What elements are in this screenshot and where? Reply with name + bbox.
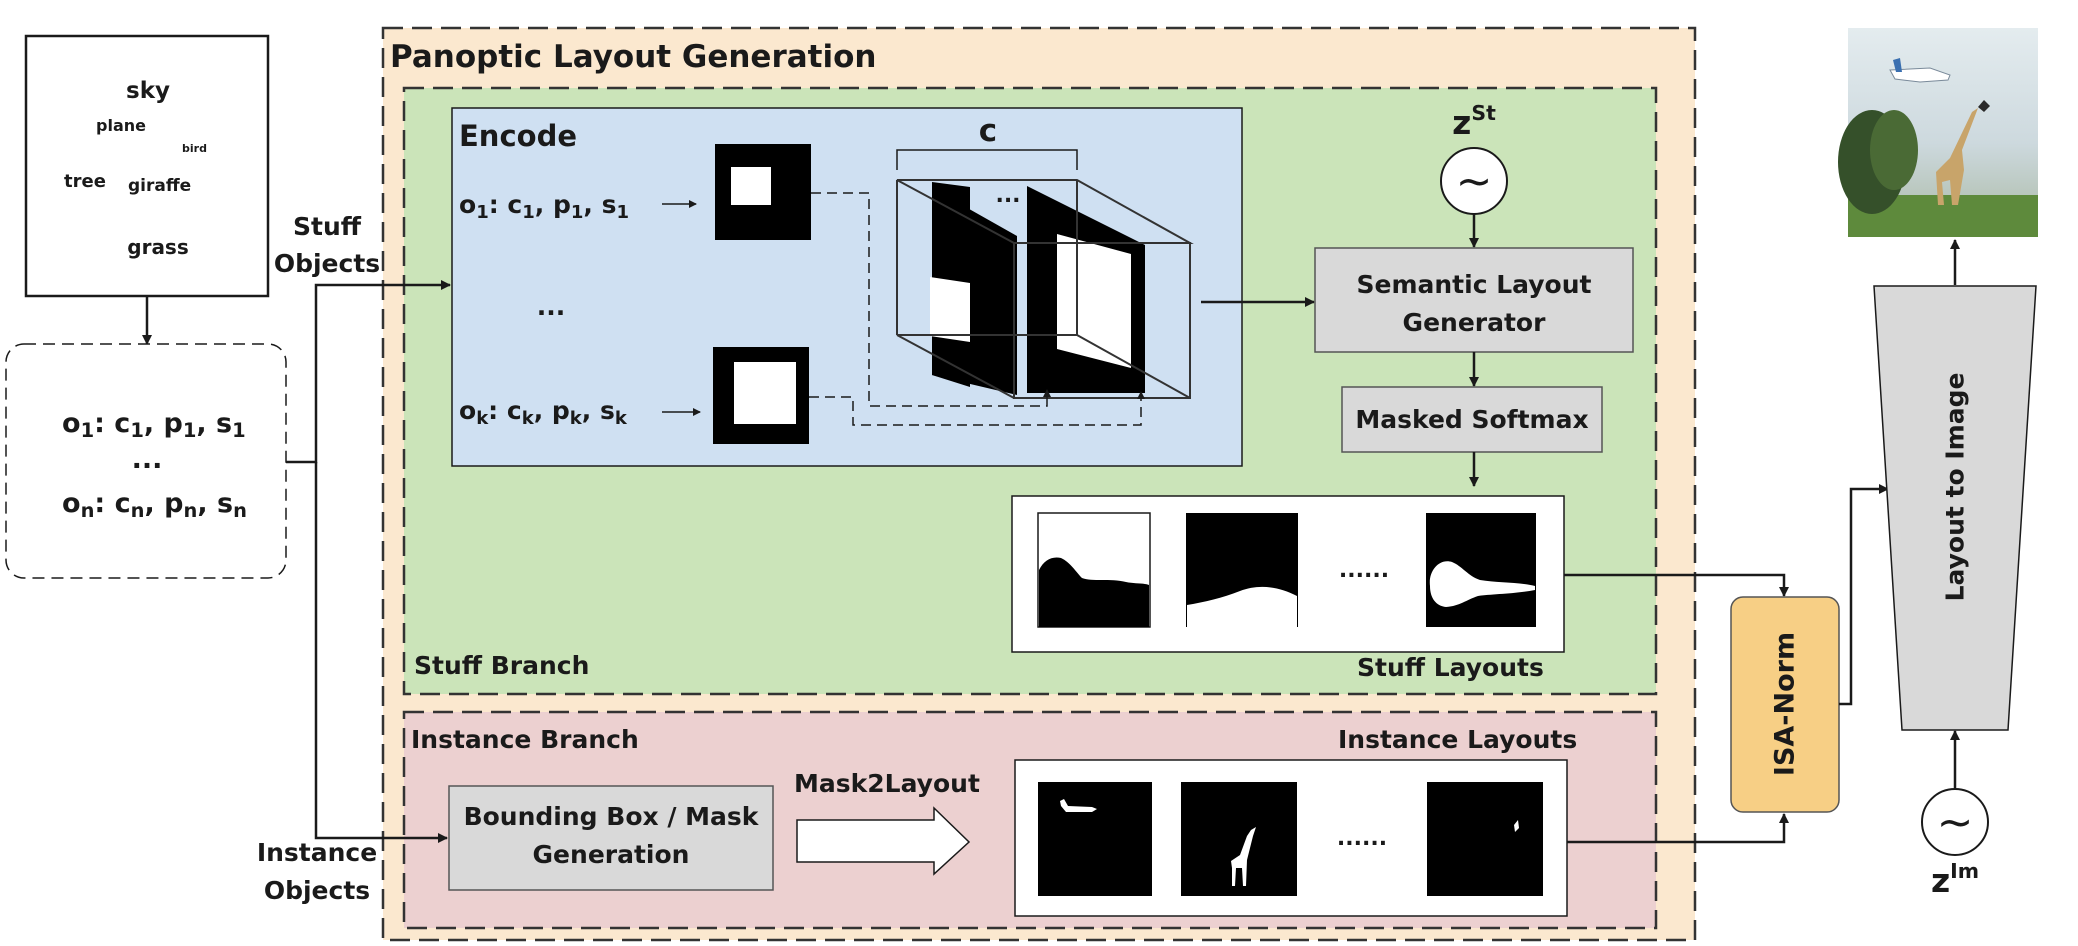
semantic-layout-generator-box	[1314, 247, 1634, 353]
scene-word-sky: sky	[126, 78, 170, 104]
stuff-layouts-dots: ......	[1338, 558, 1390, 583]
encode-dashed-route-k	[809, 391, 1145, 426]
bbox-generation-label-1: Bounding Box / Mask	[463, 802, 759, 831]
encode-title: Encode	[459, 119, 577, 153]
stuff-objects-label-2: Objects	[273, 249, 381, 278]
stuff-layout-thumb-2-shape	[1187, 586, 1297, 627]
scene-word-tree: tree	[64, 171, 106, 192]
cube-slice-1	[932, 188, 1017, 395]
layout-to-image-trapezoid	[1873, 285, 2037, 731]
cube-slice-1-region	[930, 277, 970, 342]
scene-word-giraffe: giraffe	[128, 176, 192, 196]
c-bracket	[896, 149, 1078, 170]
masked-softmax-box	[1341, 386, 1603, 453]
scene-word-grass: grass	[127, 235, 189, 259]
instance-objects-label-2: Objects	[263, 876, 371, 905]
stuff-layout-thumb-1-shape	[1039, 557, 1149, 627]
panoptic-title: Panoptic Layout Generation	[390, 39, 877, 75]
semantic-generator-label-2: Generator	[1402, 308, 1546, 337]
stuff-layout-thumb-3-shape	[1429, 561, 1535, 607]
instance-layout-thumb-2	[1181, 782, 1297, 896]
generated-output-image	[1838, 28, 2038, 237]
cube-slice-2-region	[1057, 234, 1131, 368]
c-bracket-label: c	[978, 113, 998, 149]
cube-wireframe	[896, 179, 1194, 399]
encode-mask-1-region	[731, 167, 771, 205]
instance-layout-giraffe	[1231, 827, 1256, 886]
encode-row-k: ok: ck, pk, sk	[459, 396, 627, 430]
object-list-row-1: o1: c1, p1, s1	[62, 408, 246, 443]
semantic-generator-label-1: Semantic Layout	[1356, 270, 1592, 299]
scene-words-box	[24, 34, 270, 298]
instance-objects-label-1: Instance	[256, 838, 378, 867]
bbox-generation-label-2: Generation	[532, 840, 690, 869]
instance-layouts-dots: ......	[1336, 826, 1388, 851]
encode-ellipsis: ...	[536, 292, 566, 321]
stuff-layouts-label: Stuff Layouts	[1357, 653, 1544, 682]
mask2layout-arrow	[796, 806, 971, 876]
object-list-row-n: on: cn, pn, sn	[62, 488, 247, 523]
instance-layout-bird	[1514, 820, 1519, 832]
instance-objects-connector	[314, 462, 448, 843]
cube-ellipsis: ...	[995, 183, 1021, 208]
tilde-st-icon: ~	[1455, 156, 1493, 207]
masked-softmax-label: Masked Softmax	[1355, 405, 1589, 434]
stuff-branch-label: Stuff Branch	[414, 651, 590, 680]
mask2layout-label: Mask2Layout	[794, 769, 980, 798]
instance-layouts-to-isa-arrow	[1567, 813, 1789, 844]
scene-word-bird: bird	[182, 142, 207, 155]
z-st-label: zSt	[1452, 100, 1496, 142]
encode-row-1: o1: c1, p1, s1	[459, 190, 630, 224]
bbox-mask-generation-box	[448, 785, 774, 891]
scene-word-plane: plane	[96, 116, 146, 135]
stuff-objects-label-1: Stuff	[292, 212, 362, 241]
instance-layout-thumb-3	[1427, 782, 1543, 896]
layout-to-image-label: Layout to Image	[1940, 372, 1970, 602]
instance-branch-label: Instance Branch	[411, 725, 639, 754]
object-list-ellipsis: ...	[131, 444, 163, 475]
objects-main-connector	[286, 280, 451, 464]
noise-im-circle	[1921, 788, 1989, 856]
instance-layout-plane	[1060, 799, 1097, 812]
tilde-im-icon: ~	[1936, 797, 1974, 848]
encode-dashed-route-1	[811, 192, 1051, 407]
instance-layout-thumb-1	[1038, 782, 1152, 896]
isa-to-layout-to-image-arrow	[1839, 484, 1889, 706]
isa-norm-label: ISA-Norm	[1769, 631, 1801, 777]
instance-layouts-label: Instance Layouts	[1338, 725, 1578, 754]
stuff-layouts-to-isa-arrow	[1564, 573, 1789, 597]
encode-mask-k-region	[734, 362, 796, 424]
z-im-label: zIm	[1930, 858, 1980, 900]
